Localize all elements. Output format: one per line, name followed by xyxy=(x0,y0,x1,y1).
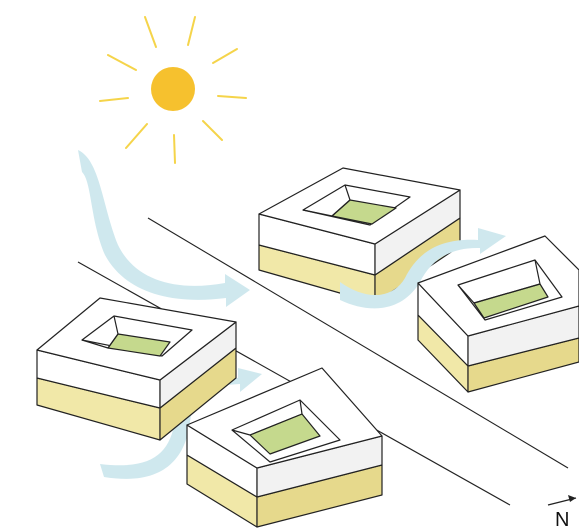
courtyard-building xyxy=(417,235,579,393)
sun-disc xyxy=(151,67,195,111)
street-line-upper xyxy=(147,217,569,469)
sun-rays xyxy=(99,16,247,164)
north-label: N xyxy=(555,509,569,529)
sun-icon xyxy=(99,16,247,164)
wind-arrow-main xyxy=(78,150,250,307)
north-arrow-head xyxy=(568,495,576,502)
wind-arrow-middle xyxy=(340,228,506,309)
courtyard-building xyxy=(36,297,237,441)
courtyard-building xyxy=(186,367,383,528)
courtyard-building xyxy=(258,167,461,304)
north-arrow: N xyxy=(547,495,577,529)
wind-flow-arrows xyxy=(340,228,506,309)
